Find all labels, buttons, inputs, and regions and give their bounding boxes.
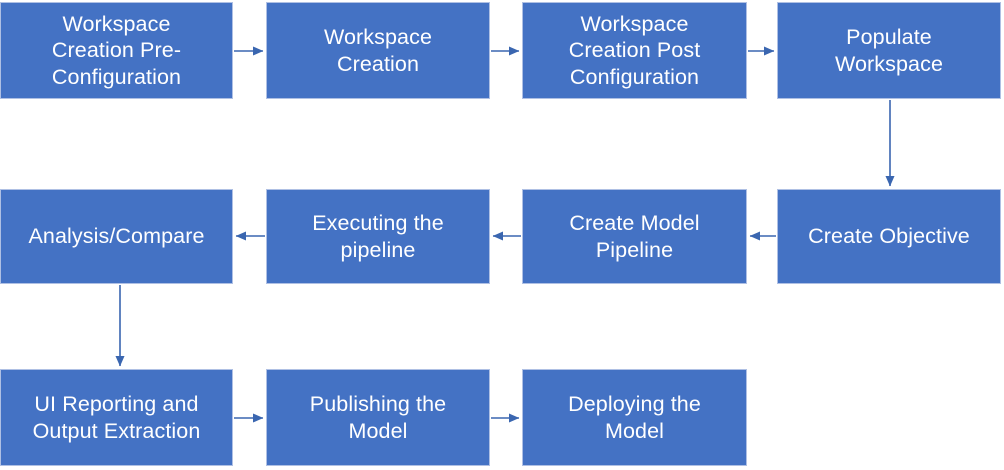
node-label: Deploying the Model — [568, 392, 701, 443]
node-label: Analysis/Compare — [28, 224, 205, 249]
node-executing-the-pipeline[interactable]: Executing the pipeline — [266, 189, 490, 284]
node-create-objective[interactable]: Create Objective — [777, 189, 1001, 284]
node-label: Populate Workspace — [834, 25, 944, 76]
node-label: Workspace Creation — [323, 25, 433, 76]
node-workspace-creation[interactable]: Workspace Creation — [266, 2, 490, 99]
node-label: UI Reporting and Output Extraction — [32, 392, 201, 443]
node-analysis-compare[interactable]: Analysis/Compare — [0, 189, 233, 284]
node-workspace-creation-pre-configuration[interactable]: Workspace Creation Pre- Configuration — [0, 2, 233, 99]
node-label: Executing the pipeline — [312, 211, 444, 262]
node-populate-workspace[interactable]: Populate Workspace — [777, 2, 1001, 99]
node-label: Workspace Creation Post Configuration — [568, 12, 701, 89]
node-publishing-the-model[interactable]: Publishing the Model — [266, 369, 490, 466]
node-label: Workspace Creation Pre- Configuration — [51, 12, 182, 89]
node-workspace-creation-post-configuration[interactable]: Workspace Creation Post Configuration — [522, 2, 747, 99]
node-label: Create Model Pipeline — [569, 211, 700, 262]
node-create-model-pipeline[interactable]: Create Model Pipeline — [522, 189, 747, 284]
node-deploying-the-model[interactable]: Deploying the Model — [522, 369, 747, 466]
node-label: Publishing the Model — [309, 392, 447, 443]
node-ui-reporting-and-output-extraction[interactable]: UI Reporting and Output Extraction — [0, 369, 233, 466]
node-label: Create Objective — [808, 224, 970, 249]
